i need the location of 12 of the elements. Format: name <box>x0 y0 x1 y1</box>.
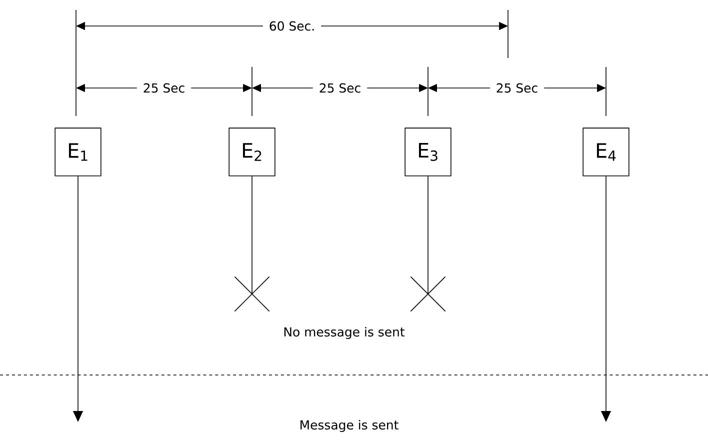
event-box: E$_{2}$ <box>228 128 276 176</box>
event-box: E$_{4}$ <box>582 128 630 176</box>
event-box: E$_{1}$ <box>54 128 102 176</box>
note-text: Message is sent <box>300 420 398 432</box>
dimension-label: 25 Sec <box>136 80 192 96</box>
event-box: E$_{3}$ <box>404 128 452 176</box>
note-text: No message is sent <box>284 326 405 340</box>
cross-mark <box>410 276 446 312</box>
dimension-label: 60 Sec. <box>262 18 322 34</box>
dimension-label: 25 Sec <box>312 80 368 96</box>
cross-mark <box>234 276 270 312</box>
dimension-label: 25 Sec <box>490 80 544 96</box>
